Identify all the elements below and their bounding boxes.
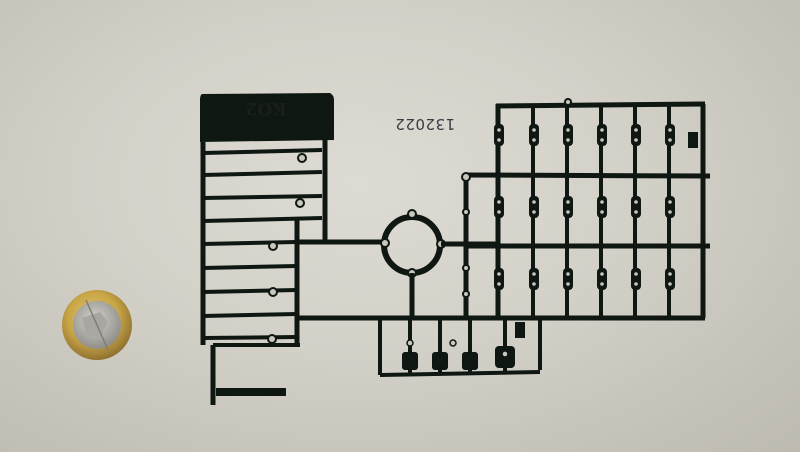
part-number-stamp: 132022 xyxy=(394,115,456,133)
euro-coin-icon xyxy=(62,290,132,360)
tab-marking: KO2 xyxy=(245,98,287,118)
sprue-frame-icon xyxy=(200,93,711,405)
